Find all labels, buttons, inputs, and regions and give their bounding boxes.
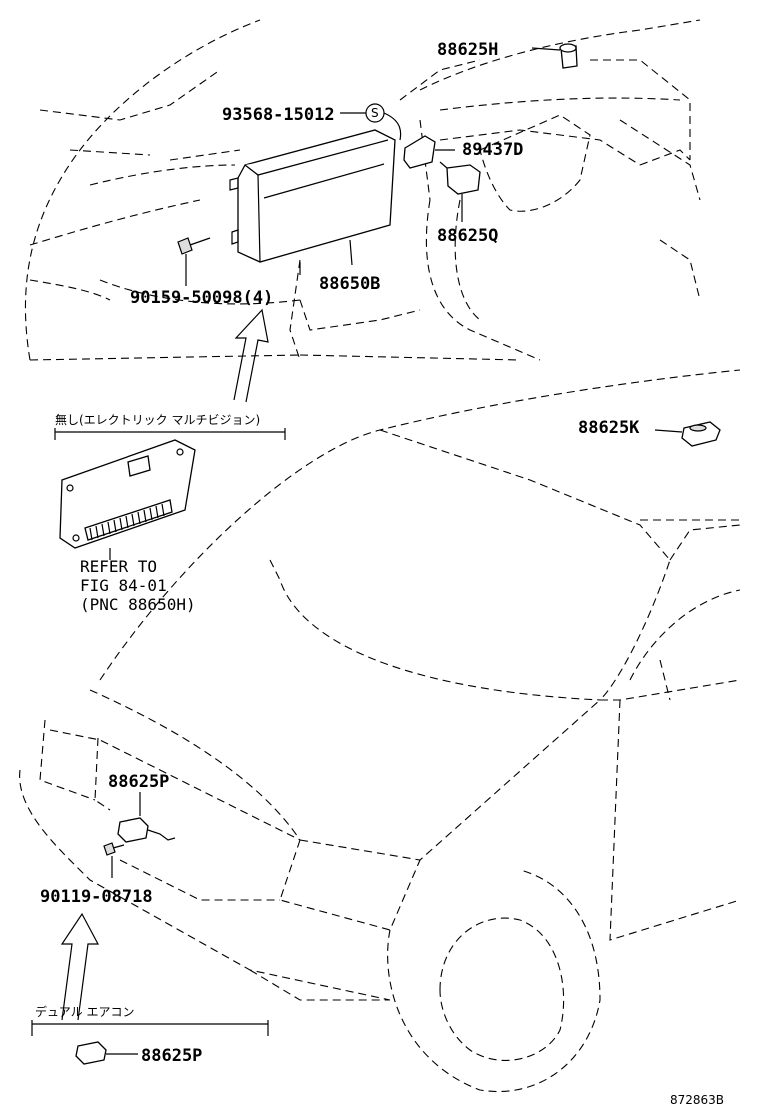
note-top-text: 無し(エレクトリック マルチビジョン) [55,412,260,427]
refer-line-3: (PNC 88650H) [80,595,196,614]
label-88625h: 88625H [437,40,498,60]
leader-88650b [349,239,353,266]
sensor-88625h-icon [531,43,578,69]
sensor-88625k-icon [654,421,721,447]
label-88650b: 88650B [319,274,380,294]
label-88625p-option: 88625P [141,1046,202,1066]
vehicle-outline [19,369,741,1092]
note-bottom-text: デュアル エアコン [35,1004,134,1019]
label-88625p: 88625P [108,772,169,792]
sensor-88625q-icon [439,161,481,222]
ecu-88650h-icon [59,439,196,560]
bracket-89437d-icon [403,135,455,169]
ecu-88650b-icon [229,129,396,263]
label-circle-s: S [371,106,379,120]
label-88625q: 88625Q [437,226,498,246]
bolt-90159-icon [177,237,211,286]
clip-93568-icon [340,103,402,141]
dashboard-outline [24,19,701,361]
arrow-up-icon [233,308,269,403]
sensor-88625p-option-icon [75,1041,138,1065]
arrow-up-lower-icon [60,912,99,1021]
label-89437d: 89437D [462,140,523,160]
label-90119-08718: 90119-08718 [40,887,153,907]
screw-90119-icon [103,842,125,878]
note-bracket-bottom [31,1020,269,1036]
label-88625k: 88625K [578,418,640,438]
note-bracket-top [54,428,286,440]
refer-line-2: FIG 84-01 [80,576,167,595]
refer-line-1: REFER TO [80,557,157,576]
label-93568-15012: 93568-15012 [222,105,335,125]
figure-id: 872863B [670,1093,724,1107]
sensor-88625p-icon [117,792,176,843]
label-90159-50098: 90159-50098(4) [130,288,273,308]
